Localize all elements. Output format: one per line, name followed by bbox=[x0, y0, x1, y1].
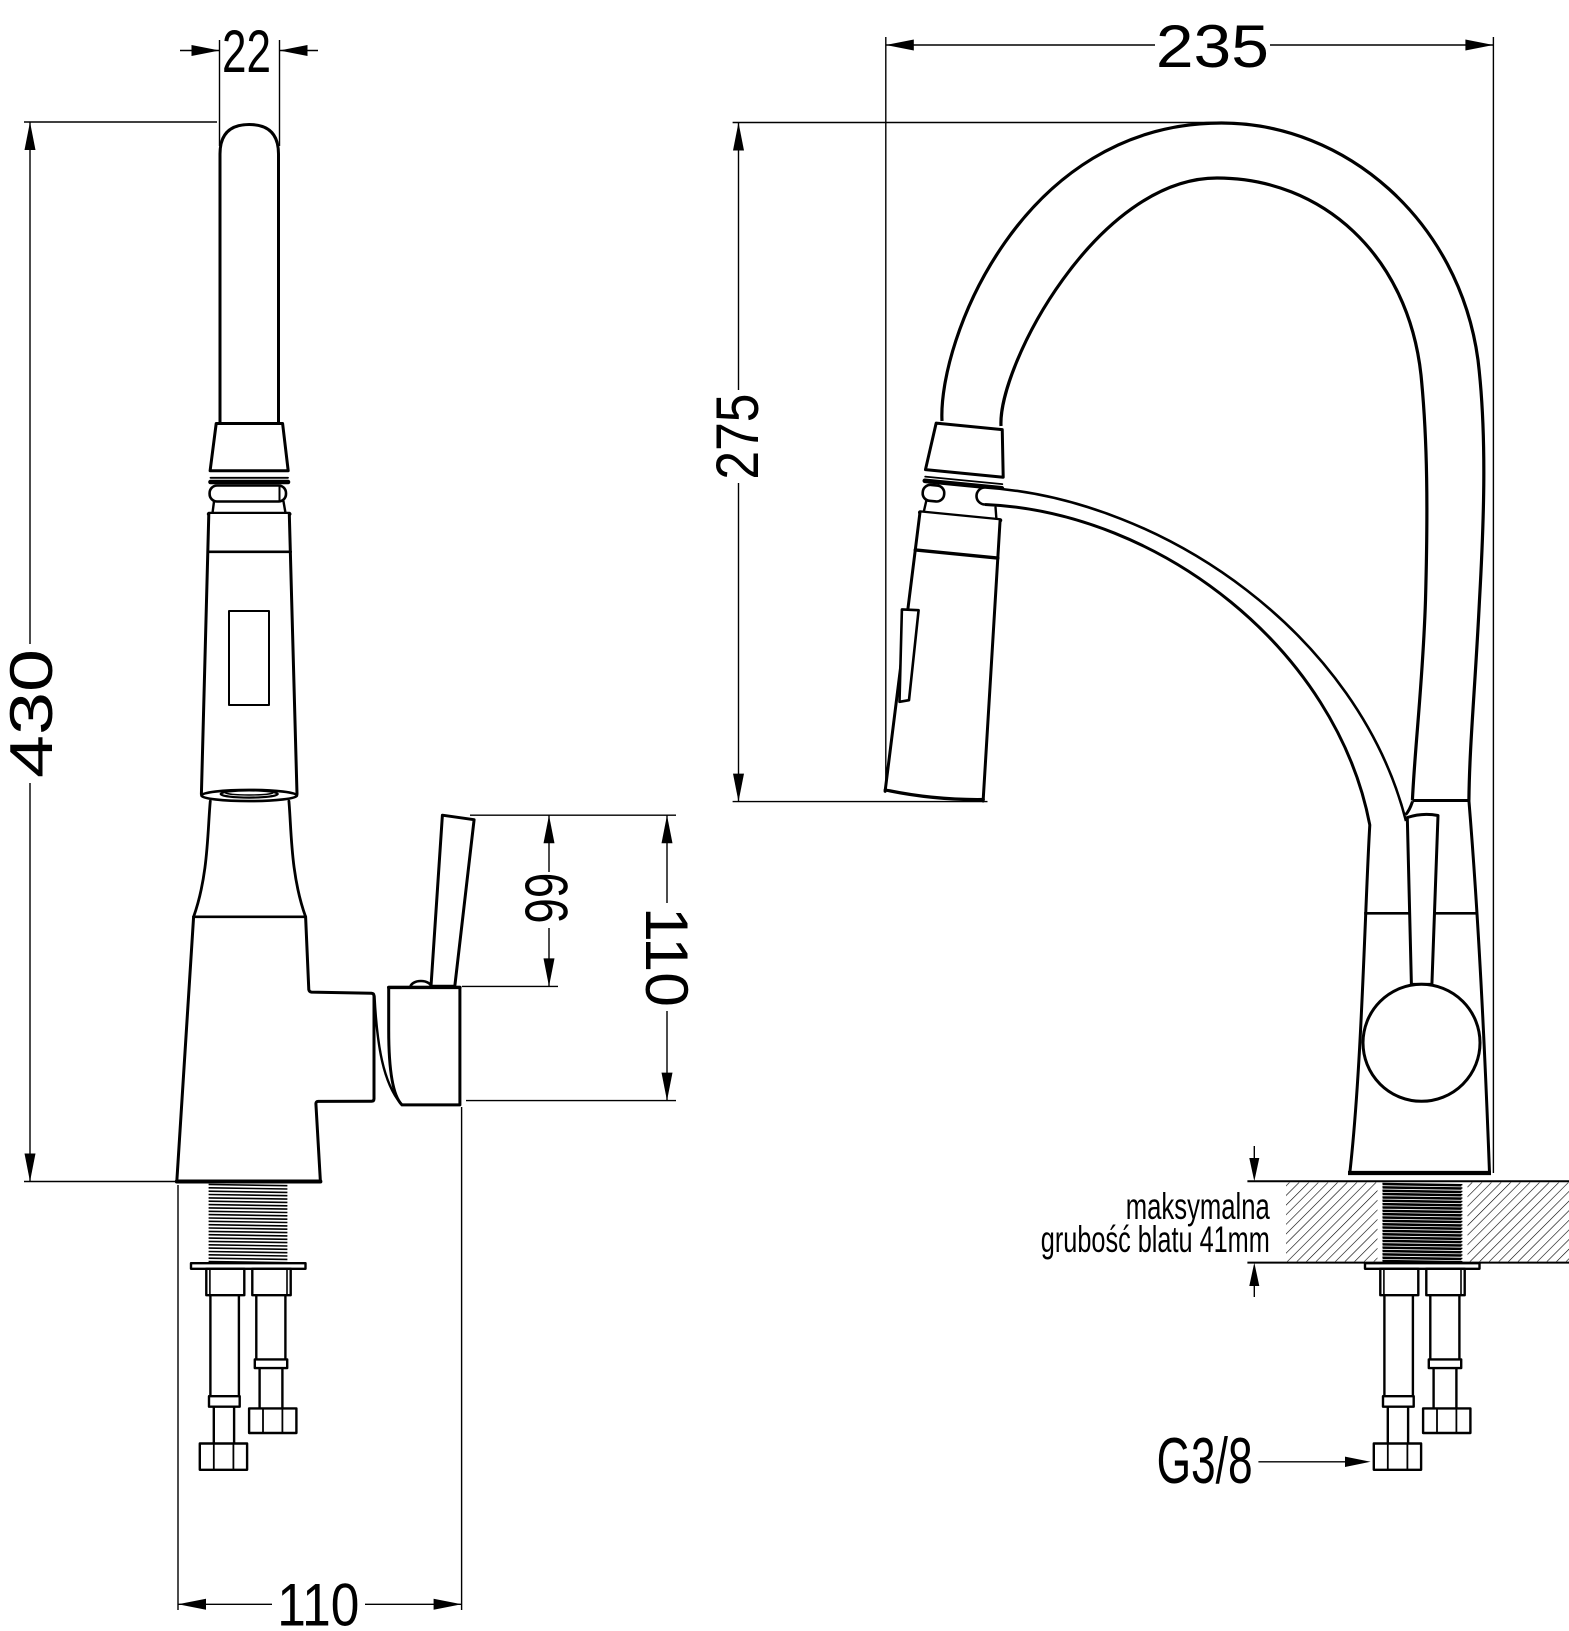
svg-text:110: 110 bbox=[277, 1571, 359, 1631]
svg-text:275: 275 bbox=[704, 394, 771, 480]
svg-text:235: 235 bbox=[1156, 13, 1269, 80]
svg-text:66: 66 bbox=[513, 873, 580, 924]
svg-text:maksymalna: maksymalna bbox=[1126, 1186, 1270, 1227]
svg-text:430: 430 bbox=[0, 649, 65, 778]
svg-text:grubość blatu 41mm: grubość blatu 41mm bbox=[1041, 1219, 1270, 1260]
svg-text:G3/8: G3/8 bbox=[1157, 1424, 1253, 1497]
svg-text:110: 110 bbox=[633, 907, 700, 1007]
svg-text:22: 22 bbox=[222, 18, 271, 85]
